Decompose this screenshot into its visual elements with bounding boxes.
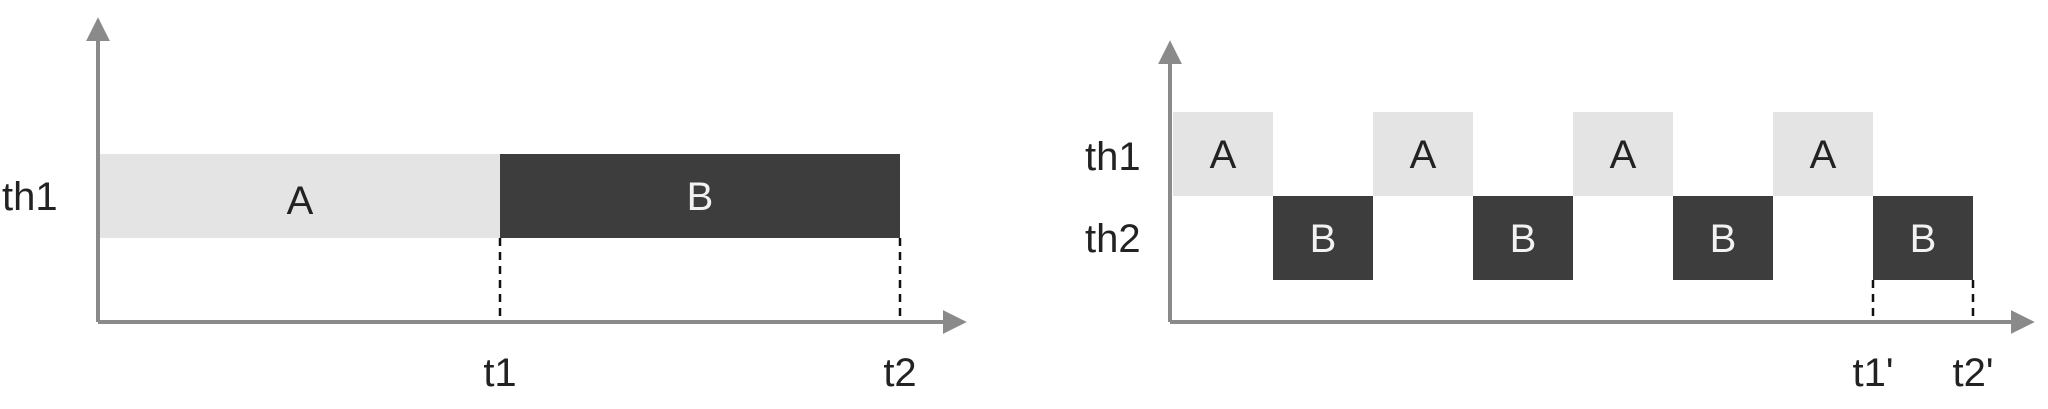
right-block-b-1-label: B [1310, 217, 1337, 261]
right-block-a-2-label: A [1410, 133, 1437, 177]
right-block-a-1-label: A [1210, 133, 1237, 177]
right-block-b-2 [1473, 196, 1573, 280]
right-block-a-2 [1373, 112, 1473, 196]
right-block-a-4-label: A [1810, 133, 1837, 177]
right-interleaved-diagram: th1 th2 A A A A B B B B t1' t2' [1085, 40, 2035, 395]
left-time-label-t2: t2 [883, 351, 916, 395]
left-block-a [100, 154, 500, 238]
right-block-b-4-label: B [1910, 217, 1937, 261]
right-thread-label-th1: th1 [1085, 135, 1141, 179]
left-block-b [500, 154, 900, 238]
right-block-a-3-label: A [1610, 133, 1637, 177]
left-sequential-diagram: A B th1 t1 t2 [2, 17, 967, 395]
left-block-a-label: A [287, 179, 314, 223]
right-time-label-t2prime: t2' [1953, 351, 1994, 395]
right-block-b-2-label: B [1510, 217, 1537, 261]
right-thread-label-th2: th2 [1085, 217, 1141, 261]
right-block-a-1 [1173, 112, 1273, 196]
right-block-a-4 [1773, 112, 1873, 196]
left-time-label-t1: t1 [483, 351, 516, 395]
right-block-a-3 [1573, 112, 1673, 196]
left-thread-label-th1: th1 [2, 175, 58, 219]
right-block-b-4 [1873, 196, 1973, 280]
left-block-b-label: B [687, 175, 714, 219]
right-block-b-1 [1273, 196, 1373, 280]
right-time-label-t1prime: t1' [1853, 351, 1894, 395]
right-block-b-3 [1673, 196, 1773, 280]
right-block-b-3-label: B [1710, 217, 1737, 261]
